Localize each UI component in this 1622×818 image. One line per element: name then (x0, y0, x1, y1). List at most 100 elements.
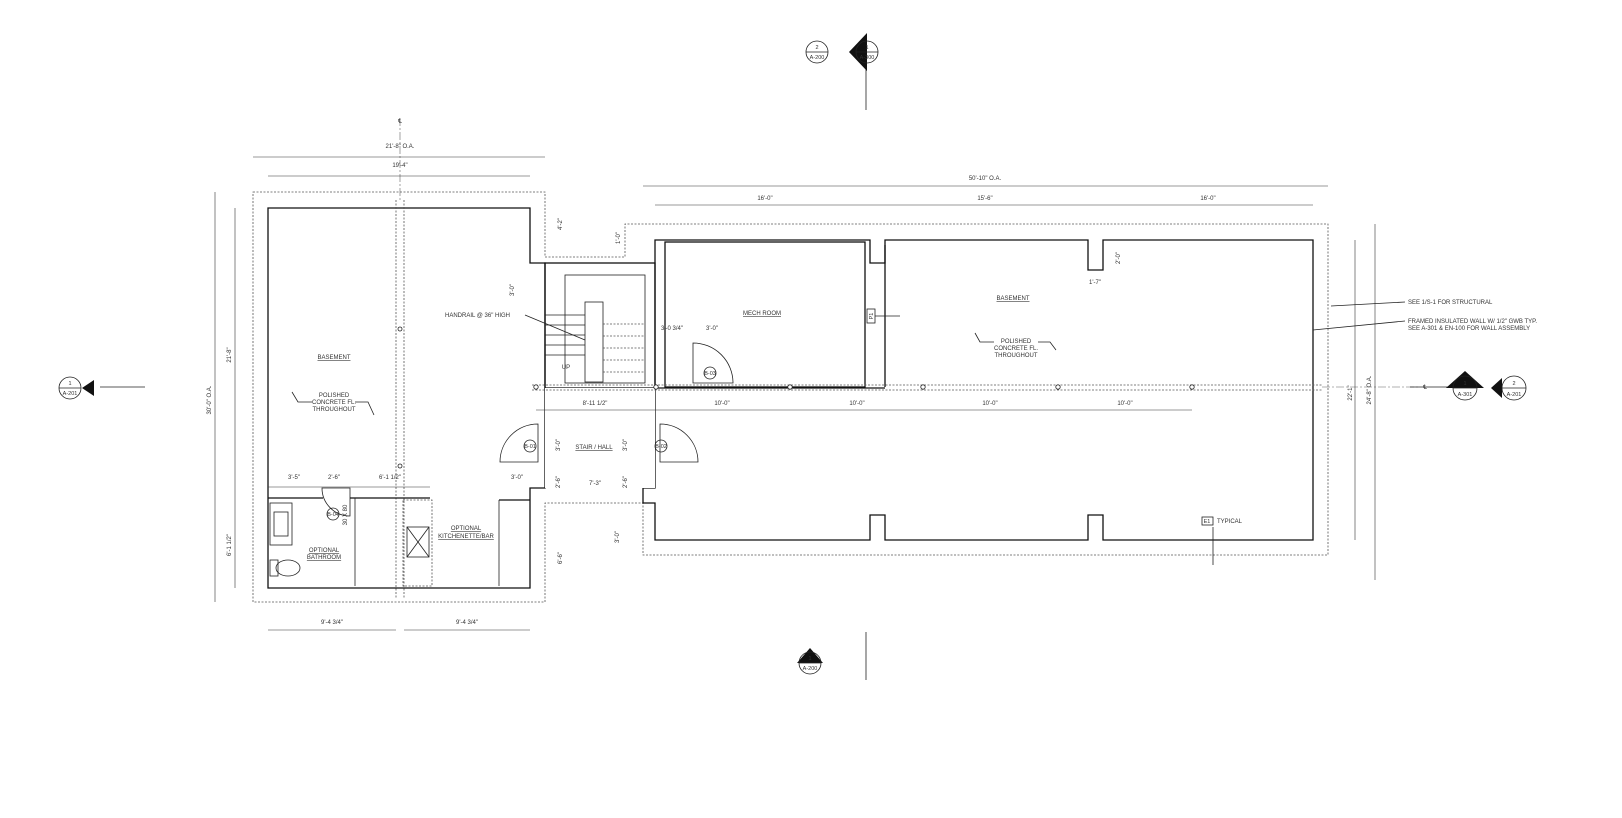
label: 1 (68, 381, 71, 387)
label: BATHROOM (307, 555, 341, 561)
label: 16'-0" (757, 196, 772, 202)
label: 3'-0" (556, 439, 562, 451)
label: 16'-0" (1200, 196, 1215, 202)
label: A-201 (63, 391, 78, 397)
room-stair-hall: STAIR / HALL (575, 445, 613, 451)
kitchen-counter (402, 499, 433, 587)
label: POLISHED (1001, 339, 1032, 345)
label: 10'-0" (714, 401, 729, 407)
toilet (275, 559, 301, 577)
label: OPTIONAL (309, 548, 340, 554)
label: 7'-3" (589, 481, 601, 487)
label: 4'-2" (558, 218, 564, 230)
label: 3'-0 3/4" (661, 326, 683, 332)
label: 10'-0" (982, 401, 997, 407)
section-marker-top-right: 1 A-300 (849, 33, 879, 71)
label: 2 (1512, 381, 1515, 387)
label: 2'-6" (556, 476, 562, 488)
label: 1 (1463, 381, 1466, 387)
label: 2'-6" (623, 476, 629, 488)
label: TYPICAL (1217, 519, 1243, 525)
label: B-03 (704, 371, 716, 377)
label: ℄ (397, 119, 402, 125)
label: 9'-4 3/4" (321, 620, 343, 626)
label: 1'-0" (616, 232, 622, 244)
label: 9'-4 3/4" (456, 620, 478, 626)
label: CONCRETE FL. (994, 346, 1038, 352)
label: B-02 (655, 444, 667, 450)
label: 3'-0" (511, 475, 523, 481)
doors (321, 342, 734, 517)
label: A-300 (860, 55, 875, 61)
sink (269, 502, 293, 546)
door-tags: B-01 B-02 B-03 B-04 P1 E1 (326, 308, 1214, 526)
label: A-200 (803, 666, 818, 672)
wall-tag-e1 (1201, 516, 1214, 526)
label: 2 (815, 45, 818, 51)
room-basement-right: BASEMENT (996, 296, 1029, 302)
label: 6'-1 1/2" (227, 534, 233, 556)
label: 15'-6" (977, 196, 992, 202)
label: 21'-8" O.A. (386, 144, 415, 150)
label: OPTIONAL (451, 526, 482, 532)
room-labels: BASEMENT BASEMENT MECH ROOM STAIR / HALL… (307, 296, 1030, 561)
label: 1 (808, 656, 811, 662)
label: 8'-11 1/2" (583, 401, 608, 407)
room-basement-left: BASEMENT (317, 355, 350, 361)
room-mech: MECH ROOM (743, 311, 781, 317)
handrail (584, 301, 604, 383)
label: 10'-0" (1117, 401, 1132, 407)
label: E1 (1204, 519, 1211, 525)
columns (397, 326, 1195, 469)
label: 30 X 80 (343, 504, 349, 525)
left-basement-interior (267, 207, 546, 589)
annotations: POLISHED CONCRETE FL. THROUGHOUT POLISHE… (291, 300, 1537, 525)
mech-room-walls (664, 241, 866, 388)
label: 24'-8" O.A. (1367, 375, 1373, 404)
label: A-200 (810, 55, 825, 61)
dimension-lines (100, 68, 1450, 680)
foundation-walls (252, 191, 1329, 603)
right-basement-interior (642, 239, 1314, 541)
label: 6'-1 1/2" (379, 475, 401, 481)
label: 50'-10" O.A. (969, 176, 1002, 182)
label: 3'-0" (706, 326, 718, 332)
label: 1 (865, 45, 868, 51)
label: 3'-0" (510, 284, 516, 296)
label: ℄ (1422, 385, 1427, 391)
section-marker-bottom: 1 A-200 (797, 648, 823, 675)
section-marker-top-left: 2 A-200 (805, 40, 829, 64)
label: 21'-8" (227, 347, 233, 362)
label: P1 (869, 313, 875, 320)
label: 22'-1" (1348, 385, 1354, 400)
label: 3'-5" (288, 475, 300, 481)
label: SEE 1/S-1 FOR STRUCTURAL (1408, 300, 1493, 306)
label: HANDRAIL @ 36" HIGH (445, 313, 510, 319)
label: UP (562, 365, 570, 371)
section-marker-left: 1 A-201 (58, 376, 94, 400)
label: CONCRETE FL. (312, 400, 356, 406)
label: B-01 (524, 444, 536, 450)
label: THROUGHOUT (313, 407, 356, 413)
section-marker-right-2: 2 A-201 (1491, 375, 1527, 401)
label: THROUGHOUT (995, 353, 1038, 359)
label: 19'-4" (392, 163, 407, 169)
label: 6'-6" (558, 552, 564, 564)
label: 1'-7" (1089, 280, 1101, 286)
bathroom-fixtures (268, 497, 530, 587)
label: POLISHED (319, 393, 350, 399)
label: B-04 (327, 512, 339, 518)
dimension-labels: 21'-8" O.A. 19'-4" 50'-10" O.A. 16'-0" 1… (207, 119, 1427, 626)
label: KITCHENETTE/BAR (438, 534, 494, 540)
label: 3'-0" (615, 531, 621, 543)
label: 2'-6" (328, 475, 340, 481)
label: 30'-0" O.A. (207, 385, 213, 414)
label: FRAMED INSULATED WALL W/ 1/2" GWB TYP. (1408, 319, 1537, 325)
label: A-301 (1458, 392, 1473, 398)
label: 2'-0" (1116, 252, 1122, 264)
section-marker-right-1: 1 A-301 (1446, 371, 1484, 401)
label: 3'-0" (623, 439, 629, 451)
stair (524, 274, 646, 384)
label: 10'-0" (849, 401, 864, 407)
